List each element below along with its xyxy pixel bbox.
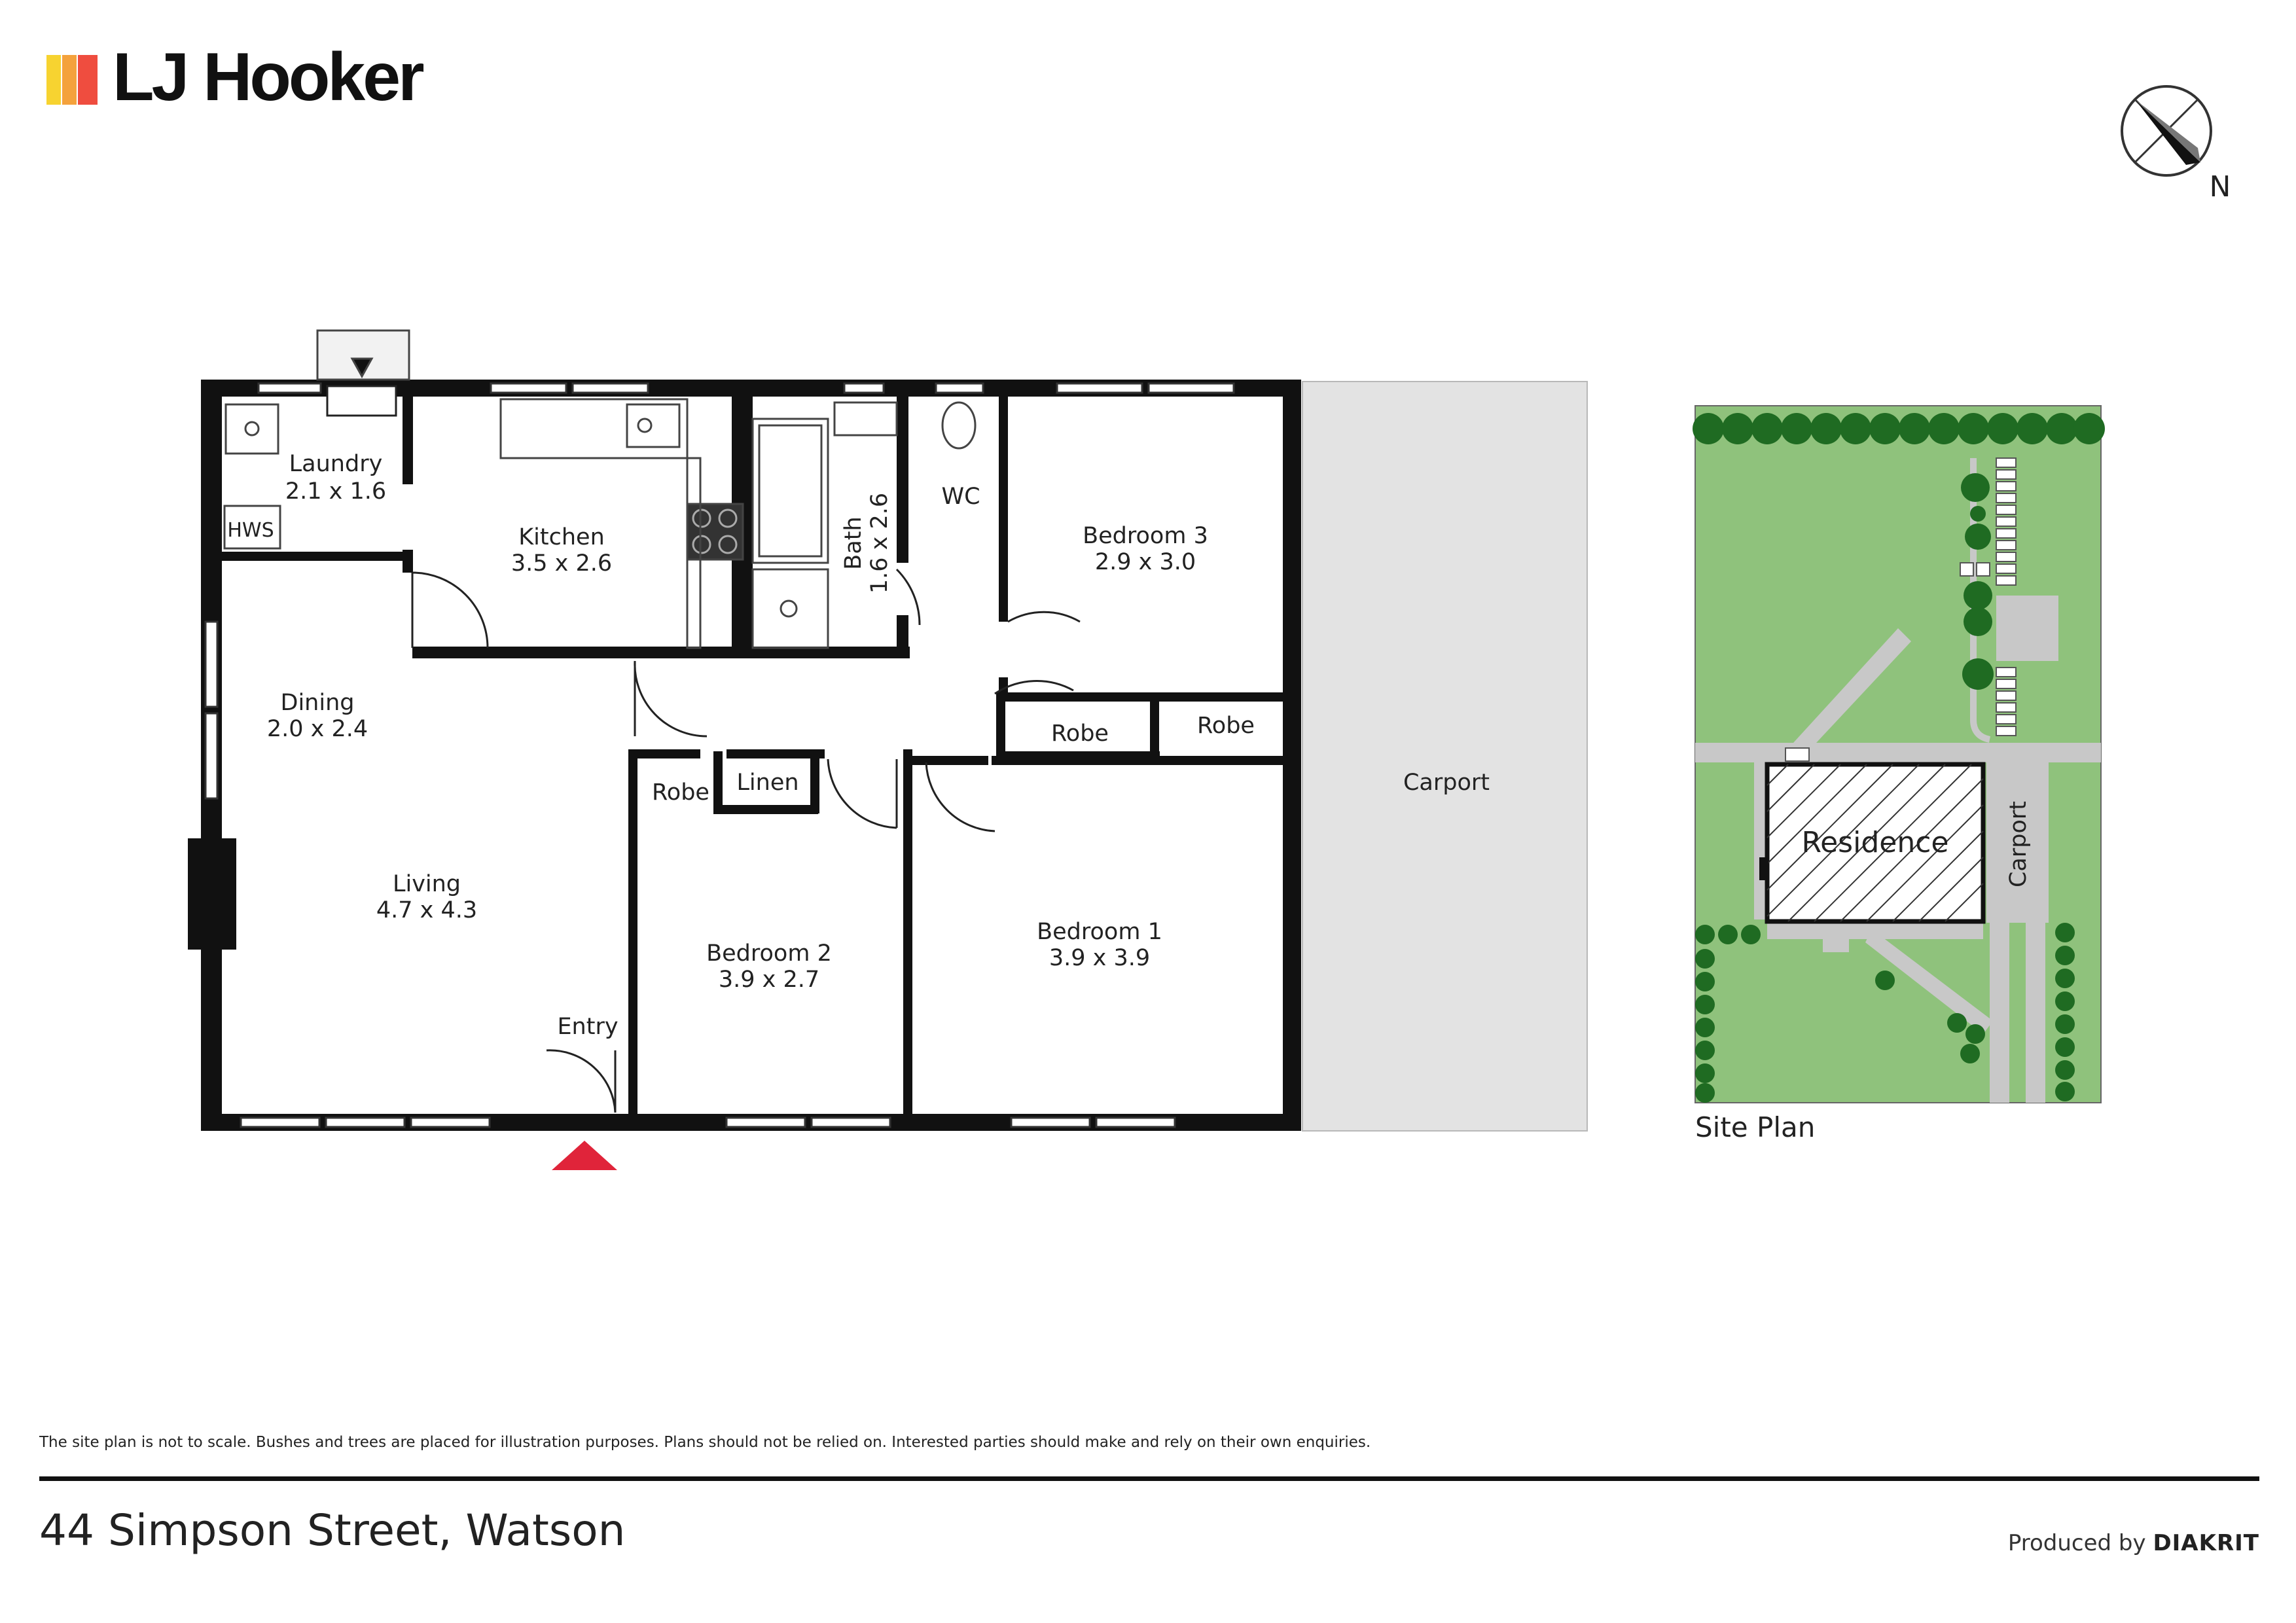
carport-label: Carport bbox=[1403, 770, 1490, 796]
robe-label: Robe bbox=[1197, 713, 1255, 739]
brand-stripe-yellow bbox=[46, 55, 61, 105]
entry-marker bbox=[552, 1141, 617, 1170]
kitchen-label: Kitchen bbox=[518, 524, 605, 550]
brand-name: LJ Hooker bbox=[113, 39, 425, 115]
bedroom1-label: Bedroom 1 bbox=[1037, 919, 1162, 945]
living-label: Living bbox=[393, 871, 461, 897]
dining-label: Dining bbox=[281, 690, 355, 716]
site-plan-caption: Site Plan bbox=[1695, 1111, 1816, 1143]
hws-label: HWS bbox=[227, 519, 274, 542]
laundry-size: 2.1 x 1.6 bbox=[285, 478, 386, 505]
footer-divider bbox=[39, 1476, 2259, 1481]
kitchen-size: 3.5 x 2.6 bbox=[511, 550, 612, 577]
robe-label: Robe bbox=[652, 779, 709, 806]
bath-size: 1.6 x 2.6 bbox=[867, 493, 893, 594]
bedroom1-size: 3.9 x 3.9 bbox=[1049, 945, 1150, 971]
site-carport-label: Carport bbox=[2005, 801, 2032, 887]
carport-area bbox=[1302, 381, 1588, 1132]
linen-label: Linen bbox=[736, 770, 798, 796]
entry-label: Entry bbox=[557, 1014, 618, 1040]
bedroom2-label: Bedroom 2 bbox=[706, 940, 832, 967]
fixtures bbox=[223, 329, 977, 649]
brand-stripe-red bbox=[78, 55, 98, 105]
bath-label: Bath bbox=[840, 516, 867, 569]
bedroom3-label: Bedroom 3 bbox=[1083, 523, 1208, 549]
compass-label: N bbox=[2210, 170, 2231, 204]
wc-label: WC bbox=[941, 484, 980, 510]
bedroom2-size: 3.9 x 2.7 bbox=[719, 967, 819, 993]
producer-name: DIAKRIT bbox=[2153, 1530, 2259, 1556]
produced-by: Produced by DIAKRIT bbox=[2008, 1530, 2259, 1556]
interior-walls bbox=[216, 393, 1291, 1122]
produced-by-label: Produced by bbox=[2007, 1530, 2146, 1556]
brand-stripe-orange bbox=[62, 55, 77, 105]
site-residence-label: Residence bbox=[1802, 826, 1949, 859]
doors bbox=[326, 385, 1081, 1113]
site-plan bbox=[1693, 405, 2105, 1103]
bedroom3-size: 2.9 x 3.0 bbox=[1095, 549, 1196, 575]
robe-label: Robe bbox=[1051, 721, 1109, 747]
disclaimer: The site plan is not to scale. Bushes an… bbox=[39, 1434, 1371, 1451]
north-arrow-icon bbox=[2121, 85, 2212, 177]
windows bbox=[204, 382, 1235, 1128]
property-address: 44 Simpson Street, Watson bbox=[39, 1505, 626, 1556]
dining-size: 2.0 x 2.4 bbox=[267, 716, 368, 742]
laundry-label: Laundry bbox=[289, 451, 383, 477]
living-size: 4.7 x 4.3 bbox=[376, 897, 477, 923]
